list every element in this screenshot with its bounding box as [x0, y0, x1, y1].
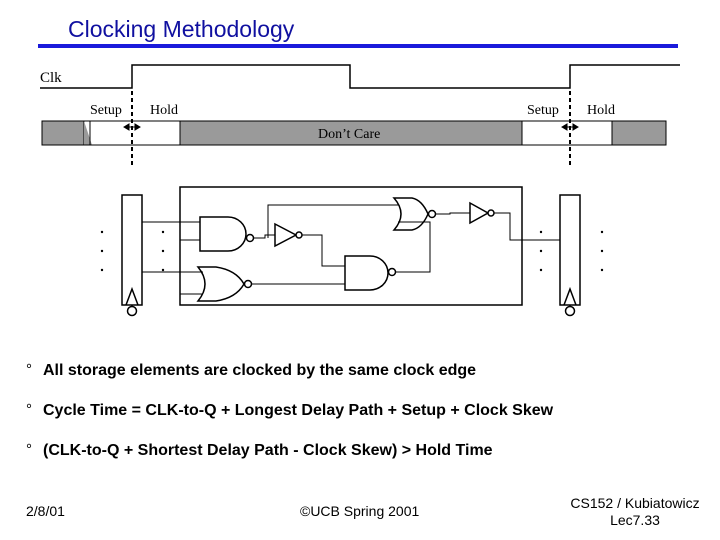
data-window-outline-2 — [521, 120, 613, 146]
hold-label-1: Hold — [150, 103, 178, 118]
data-stable-bar-right — [611, 120, 667, 146]
setup-hold-arrows-2 — [561, 91, 579, 166]
footer-lecture: Lec7.33 — [610, 512, 660, 528]
dont-care-bar — [179, 120, 523, 146]
data-stable-bar-left — [41, 120, 85, 146]
bullet-text: All storage elements are clocked by the … — [43, 362, 477, 379]
bullet-text: (CLK-to-Q + Shortest Delay Path - Clock … — [43, 442, 493, 459]
bullet-item: ° (CLK-to-Q + Shortest Delay Path - Cloc… — [26, 441, 706, 482]
bus-dots — [100, 230, 604, 272]
footer-copyright: ©UCB Spring 2001 — [300, 503, 420, 519]
clock-waveform — [40, 64, 680, 89]
bullet-mark: ° — [26, 401, 32, 418]
bullet-text: Cycle Time = CLK-to-Q + Longest Delay Pa… — [43, 402, 554, 419]
dont-care-label: Don’t Care — [318, 127, 380, 142]
setup-label-2: Setup — [527, 103, 559, 118]
footer-date: 2/8/01 — [26, 503, 65, 519]
clk-label: Clk — [40, 70, 62, 86]
nand-gate-1 — [199, 216, 247, 252]
data-window-outline — [84, 120, 181, 146]
footer-course-info: CS152 / Kubiatowicz Lec7.33 — [560, 495, 710, 529]
nor-gate-1 — [196, 266, 245, 302]
title-underline — [38, 44, 678, 48]
bullet-item: ° Cycle Time = CLK-to-Q + Longest Delay … — [26, 401, 706, 442]
left-register — [121, 194, 143, 317]
nand-gate-2 — [344, 255, 389, 291]
slide-title: Clocking Methodology — [68, 16, 295, 42]
setup-label-1: Setup — [90, 103, 122, 118]
hold-label-2: Hold — [587, 103, 615, 118]
bullet-list: ° All storage elements are clocked by th… — [26, 361, 706, 482]
bullet-item: ° All storage elements are clocked by th… — [26, 361, 706, 402]
bullet-mark: ° — [26, 441, 32, 458]
timing-circuit-diagram: Clk Setup Hold Setup Hold Don’t Care — [40, 64, 680, 317]
footer-course: CS152 / Kubiatowicz — [570, 495, 700, 511]
setup-hold-arrows-1 — [123, 91, 141, 166]
bullet-mark: ° — [26, 361, 32, 378]
right-register — [559, 194, 581, 317]
data-transition-left — [84, 121, 92, 145]
logic-wires — [142, 204, 560, 295]
